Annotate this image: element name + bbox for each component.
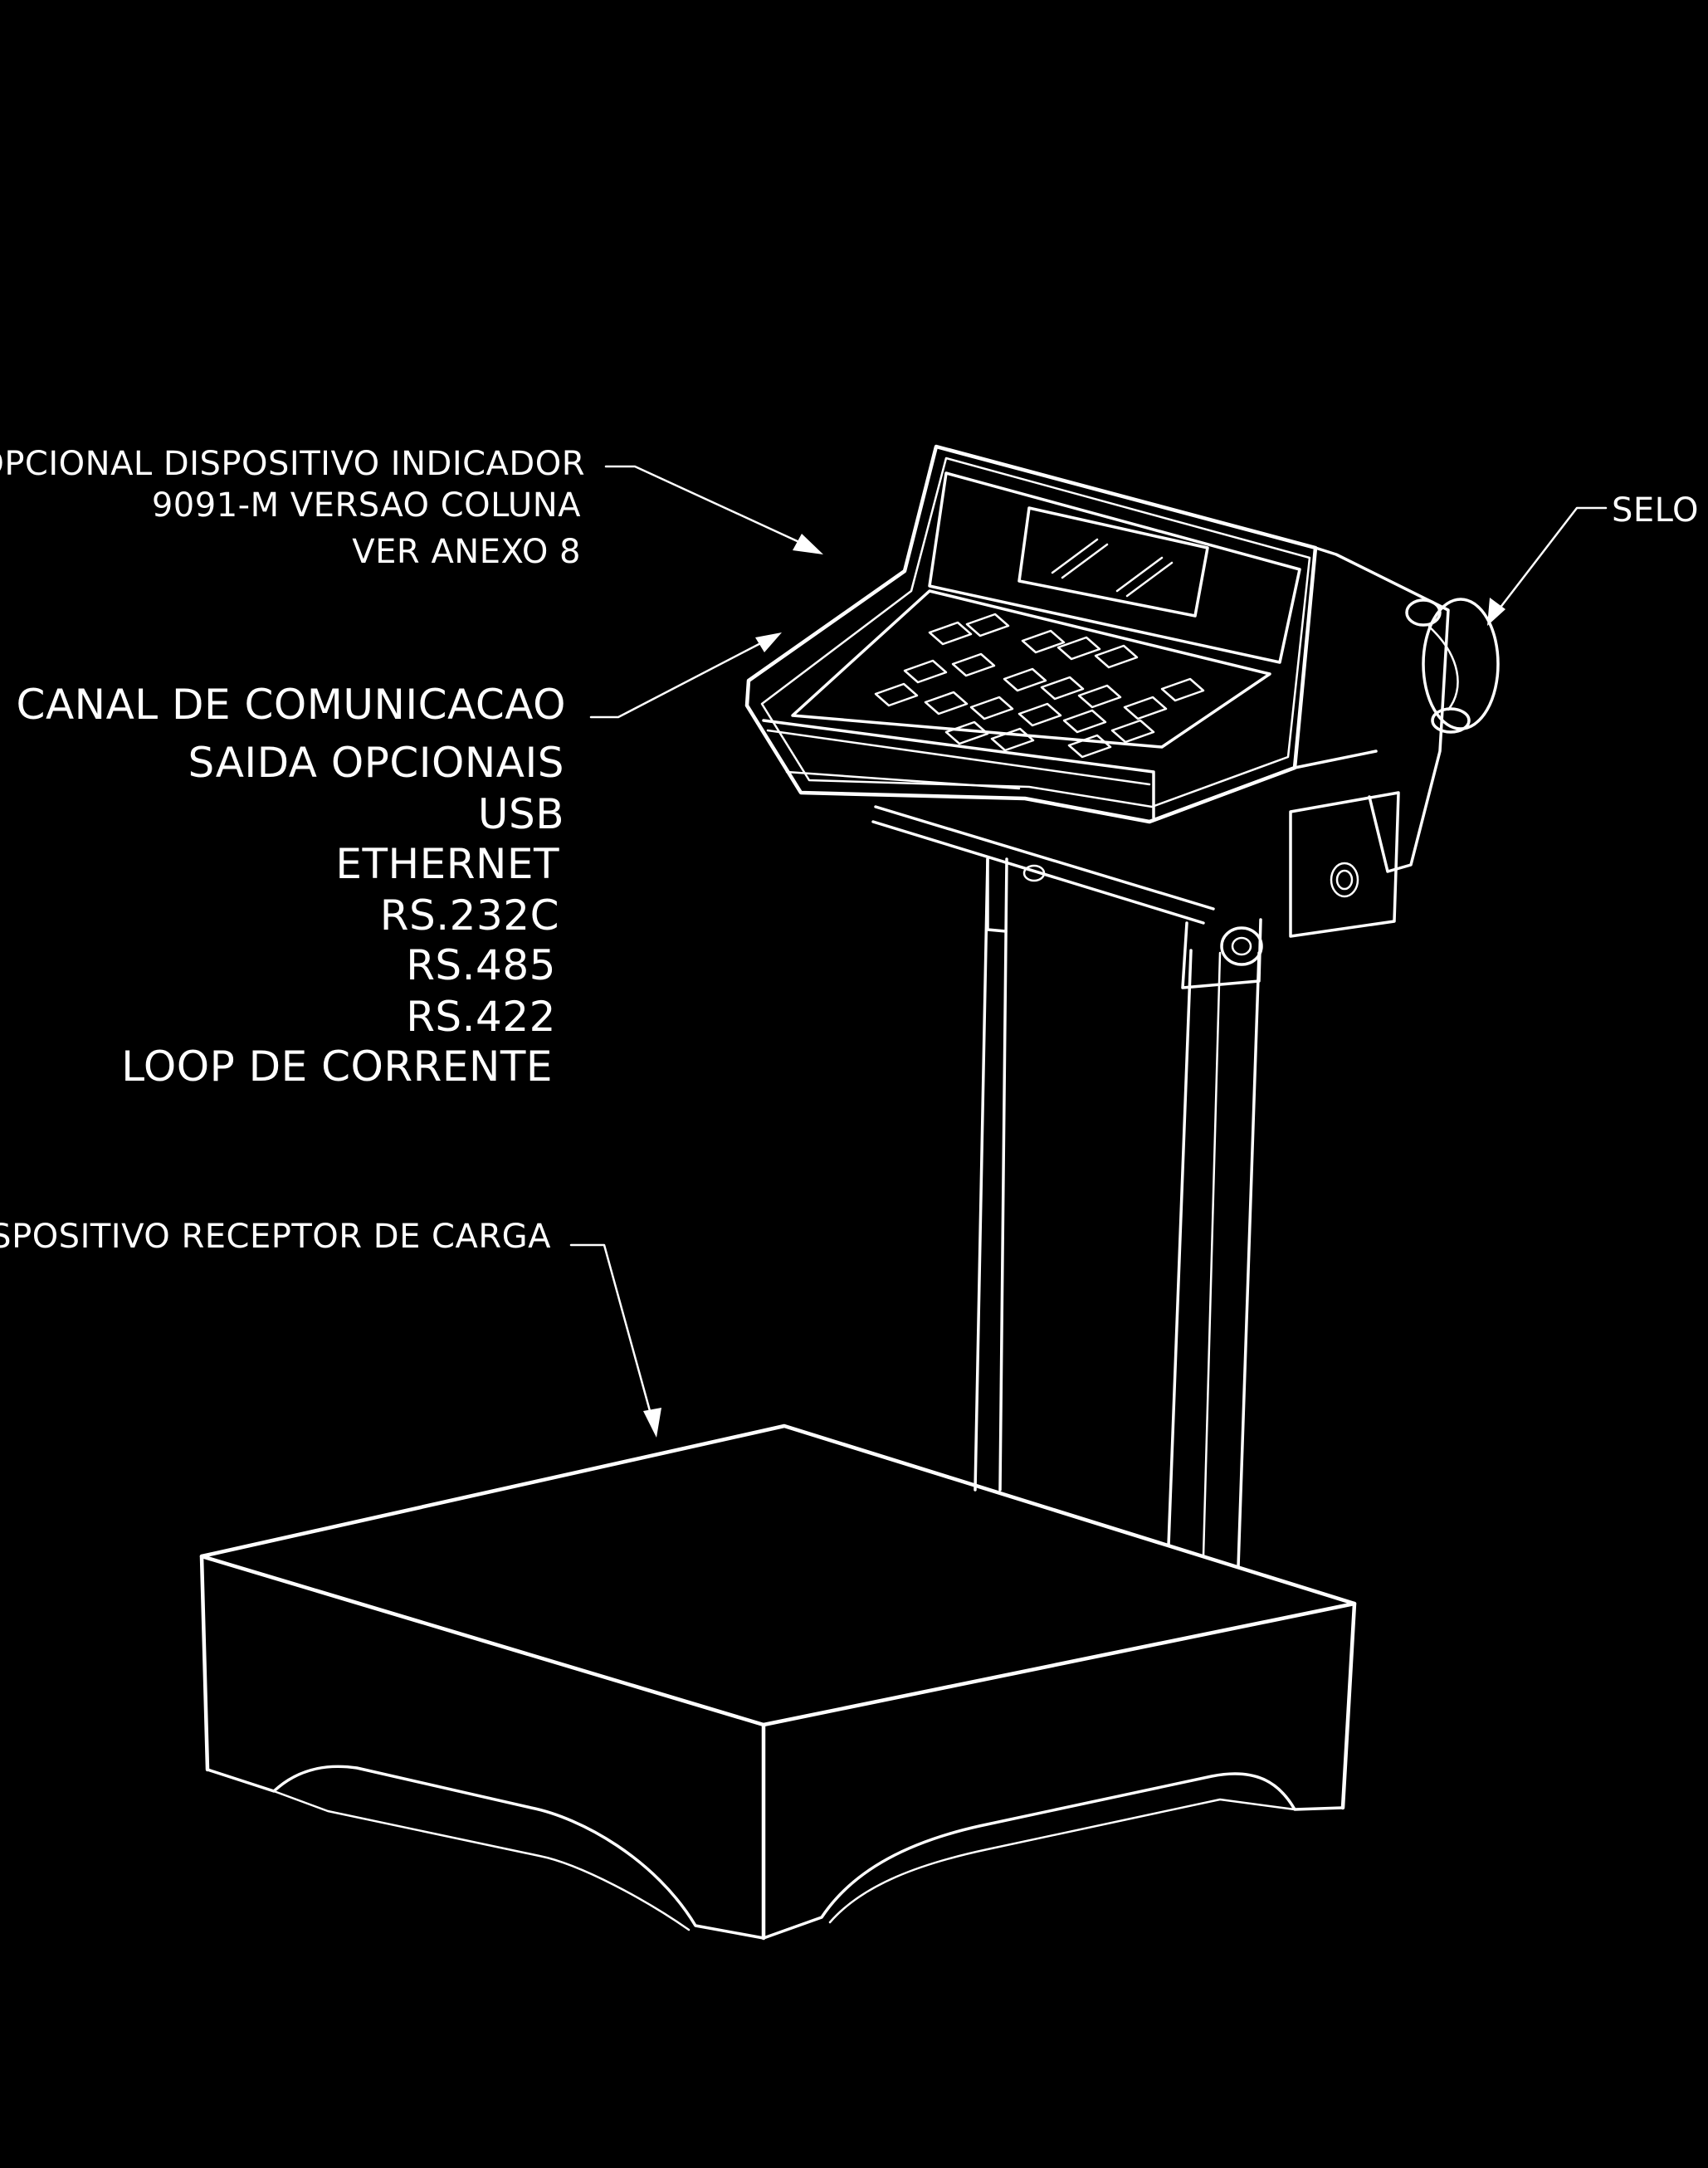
- keypad-key: [969, 696, 1014, 720]
- communication-title: CANAL DE COMUNICACAO: [17, 681, 566, 729]
- keypad-key: [1021, 629, 1066, 654]
- keypad-key: [874, 682, 919, 707]
- indicator-label: OPCIONAL DISPOSITIVO INDICADOR 9091-M VE…: [0, 445, 585, 571]
- keypad-key: [1062, 709, 1107, 734]
- keypad-key: [928, 621, 973, 646]
- communication-option: RS.422: [406, 993, 556, 1041]
- keypad-key: [1040, 676, 1085, 701]
- keypad-key: [1160, 677, 1205, 702]
- communication-option: ETHERNET: [335, 840, 559, 888]
- communication-subtitle: SAIDA OPCIONAIS: [188, 739, 564, 787]
- keypad-key: [903, 659, 948, 684]
- keypad-key: [1077, 684, 1122, 709]
- indicator-label-line3: VER ANEXO 8: [352, 533, 581, 571]
- keypad-key: [990, 727, 1035, 752]
- indicator-label-line2: 9091-M VERSAO COLUNA: [152, 486, 581, 525]
- keypad-key: [965, 613, 1010, 637]
- load-platform: [199, 1423, 1357, 1941]
- keypad-key: [944, 720, 989, 745]
- keypad-key: [1123, 696, 1168, 720]
- keypad: [874, 613, 1205, 759]
- indicator-leader: [604, 465, 823, 554]
- seal-leader: [1487, 506, 1608, 626]
- communication-label: CANAL DE COMUNICACAO SAIDA OPCIONAIS USB…: [17, 681, 566, 1091]
- keypad-key: [1017, 702, 1062, 727]
- communication-option: LOOP DE CORRENTE: [121, 1042, 553, 1091]
- keypad-key: [951, 652, 996, 677]
- communication-option: RS.232C: [380, 891, 559, 940]
- keypad-key: [924, 691, 969, 715]
- keypad-key: [1003, 667, 1047, 692]
- receiver-leader: [569, 1243, 661, 1438]
- indicator-device: [744, 444, 1500, 938]
- keypad-key: [1057, 636, 1101, 661]
- receiver-label: DISPOSITIVO RECEPTOR DE CARGA: [0, 1218, 551, 1256]
- seal-label: SELO: [1612, 491, 1699, 530]
- indicator-label-line1: OPCIONAL DISPOSITIVO INDICADOR: [0, 445, 585, 483]
- communication-leader: [589, 632, 782, 719]
- keypad-key: [1110, 719, 1155, 744]
- keypad-key: [1067, 734, 1112, 759]
- communication-option: RS.485: [406, 941, 556, 989]
- column-post: [871, 805, 1263, 1569]
- keypad-key: [1094, 644, 1139, 669]
- communication-option: USB: [478, 790, 564, 838]
